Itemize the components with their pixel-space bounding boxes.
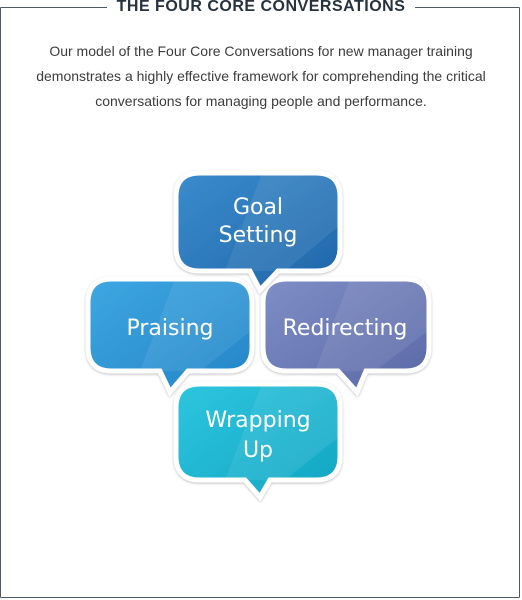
intro-paragraph: Our model of the Four Core Conversations…: [36, 43, 486, 109]
bubble-label-setting: Setting: [219, 223, 298, 248]
bubble-praising: Praising: [85, 276, 255, 397]
bubble-redirecting: Redirecting: [260, 276, 432, 397]
bubble-goal-setting: Goal Setting: [173, 170, 343, 295]
page-title-wrapper: THE FOUR CORE CONVERSATIONS: [0, 0, 522, 17]
page-title: THE FOUR CORE CONVERSATIONS: [106, 0, 416, 15]
bubble-label-redirecting: Redirecting: [283, 316, 408, 341]
bubble-label-goal: Goal: [233, 195, 283, 220]
bubble-label-up: Up: [243, 438, 273, 463]
bubble-label-praising: Praising: [126, 316, 213, 341]
bubble-wrapping-up: Wrapping Up: [173, 381, 343, 502]
bubble-label-wrapping: Wrapping: [205, 408, 310, 433]
